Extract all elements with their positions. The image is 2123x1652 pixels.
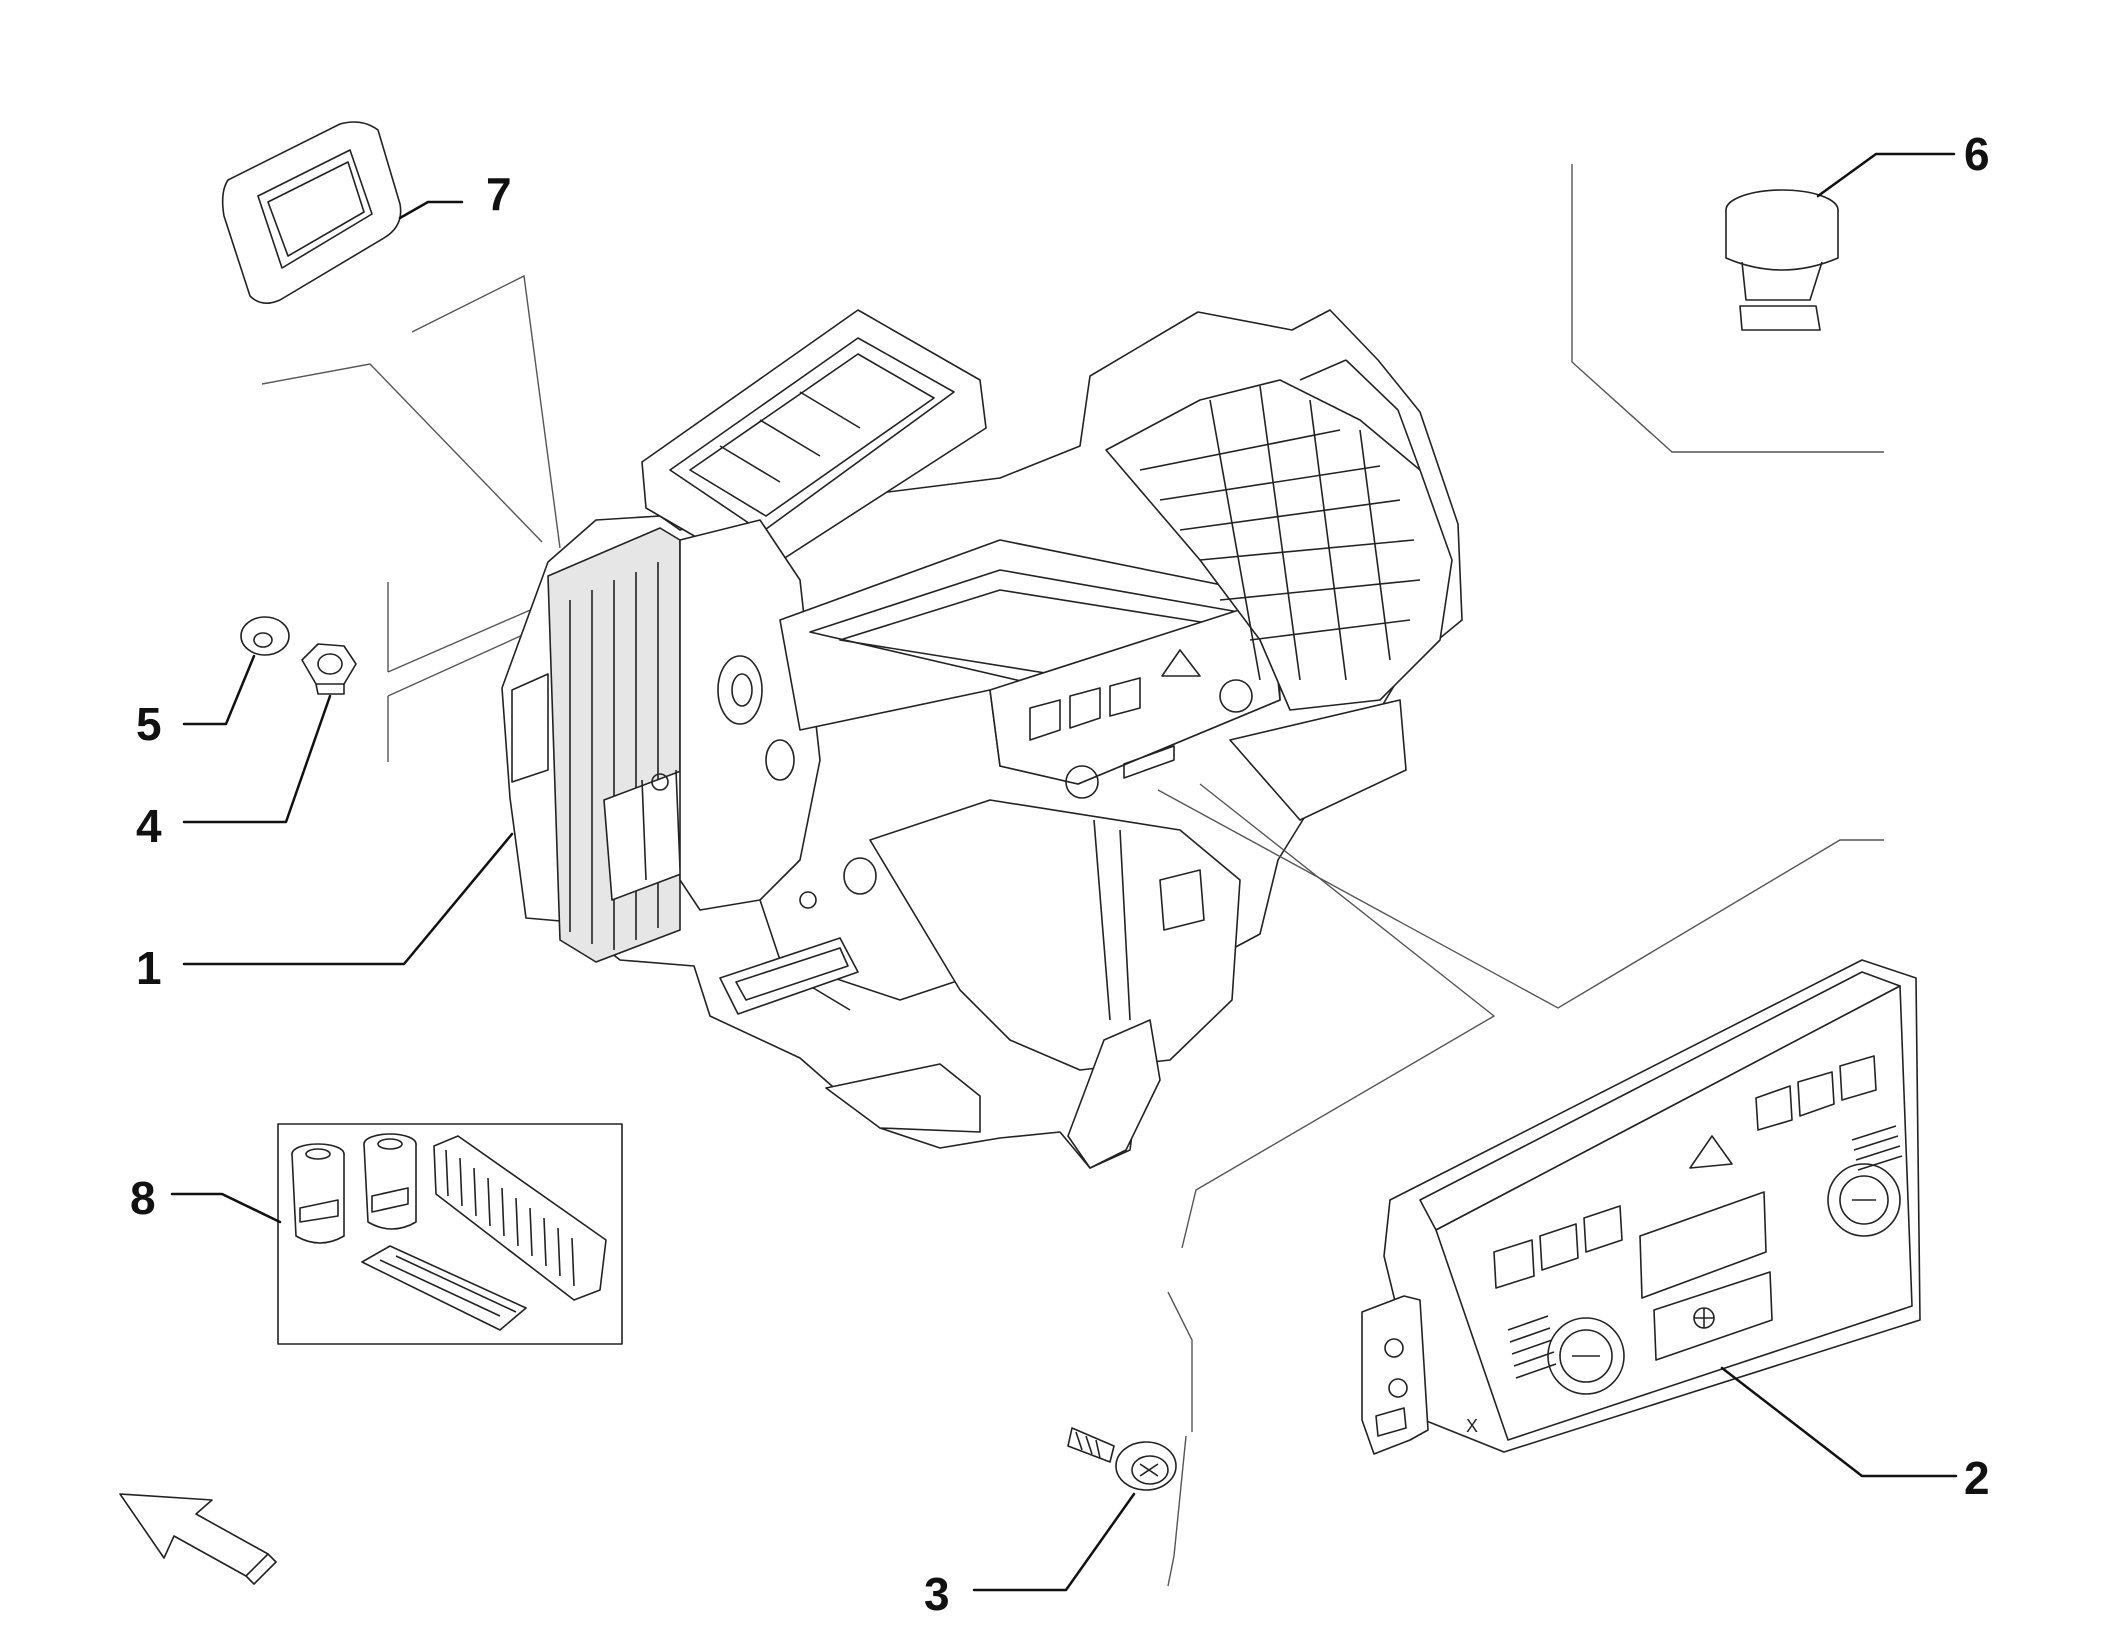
leader-3 <box>972 1492 1136 1592</box>
inset-frame-2 <box>1157 783 1884 1587</box>
leader-6 <box>1816 152 1956 198</box>
direction-arrow-icon <box>119 1493 277 1585</box>
part-2-control-panel: X <box>1361 959 1921 1455</box>
air-filter-panel <box>433 1135 607 1301</box>
label-plate <box>1159 869 1205 931</box>
callout-3: 3 <box>924 1568 950 1620</box>
leader-1 <box>182 832 514 966</box>
cabin-filter <box>361 1245 527 1331</box>
oil-filter-1 <box>291 1143 345 1244</box>
callout-5: 5 <box>136 698 162 750</box>
inset-frame-6 <box>1571 164 1884 453</box>
leader-8 <box>170 1192 282 1224</box>
part-7-gasket <box>221 121 402 304</box>
callout-8: 8 <box>130 1172 156 1224</box>
part-3-screw <box>1067 1427 1177 1491</box>
leader-5 <box>182 654 256 726</box>
fan-icon <box>1693 1307 1715 1329</box>
part-5-washer <box>240 616 290 656</box>
callout-6: 6 <box>1964 128 1990 180</box>
leader-2 <box>1720 1366 1958 1478</box>
callout-4: 4 <box>136 800 162 852</box>
part-1-hvac-housing <box>501 309 1463 1169</box>
hazard-triangle-icon <box>1161 649 1201 677</box>
callout-2: 2 <box>1964 1452 1990 1504</box>
leader-4 <box>182 694 332 824</box>
part-8-filter-kit <box>277 1123 623 1345</box>
oil-filter-2 <box>363 1133 417 1230</box>
part-4-nut <box>301 643 357 695</box>
panel-x-mark: X <box>1466 1416 1478 1436</box>
callout-7: 7 <box>486 168 512 220</box>
callout-1: 1 <box>136 942 162 994</box>
leader-7 <box>398 200 464 220</box>
hazard-triangle-icon <box>1689 1135 1733 1169</box>
part-6-knob <box>1725 189 1839 331</box>
